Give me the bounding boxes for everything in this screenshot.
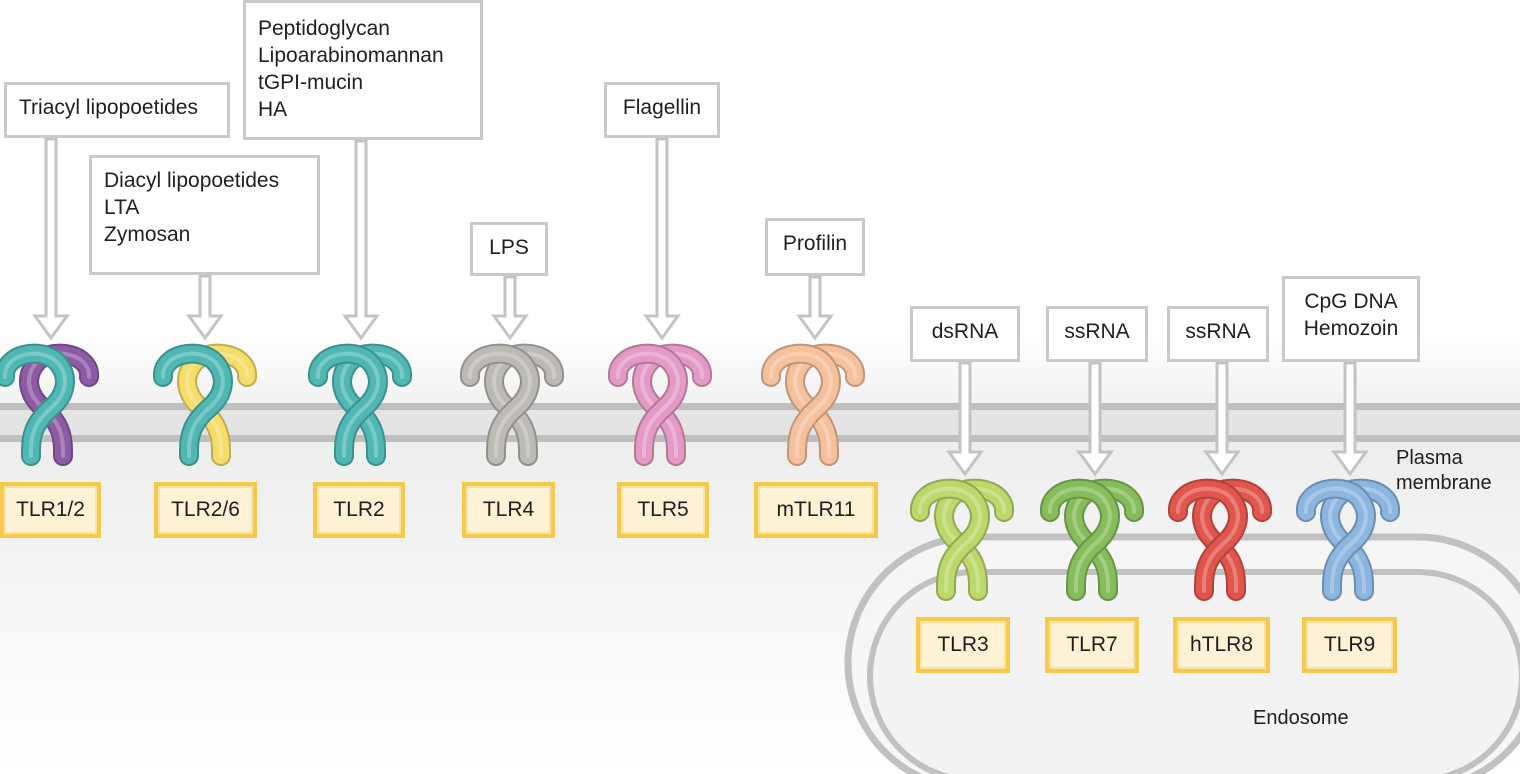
ligand-text: LPS — [489, 236, 529, 259]
receptor-htlr8 — [1168, 478, 1272, 601]
receptor-tlr5 — [608, 343, 712, 466]
ligand-text: Flagellin — [622, 96, 702, 119]
arrow-htlr8 — [1203, 361, 1241, 477]
receptor-tlr3 — [910, 478, 1014, 601]
plasma-membrane-outer-leaflet — [0, 403, 1520, 410]
ligand-text: tGPI-mucin — [258, 71, 364, 94]
receptor-label-htlr8: hTLR8 — [1173, 617, 1270, 673]
receptor-label-tlr12: TLR1/2 — [0, 482, 101, 538]
arrow-tlr26 — [186, 274, 224, 341]
ligand-box-tlr9: CpG DNA Hemozoin — [1282, 276, 1420, 362]
receptor-tlr7 — [1040, 478, 1144, 601]
ligand-text: Diacyl lipopoetides — [104, 169, 280, 192]
ligand-text: Hemozoin — [1303, 317, 1399, 340]
arrow-tlr3 — [946, 361, 984, 477]
arrow-tlr12 — [32, 137, 70, 341]
ligand-box-tlr2: Peptidoglycan Lipoarabinomannan tGPI-muc… — [243, 0, 483, 140]
receptor-label-tlr4: TLR4 — [462, 482, 555, 538]
receptor-tlr11 — [761, 343, 865, 466]
receptor-label-tlr3: TLR3 — [916, 617, 1010, 673]
ligand-text: LTA — [104, 196, 140, 219]
receptor-label-mtlr11: mTLR11 — [754, 482, 878, 538]
region-text: membrane — [1396, 472, 1492, 494]
ligand-text: Zymosan — [104, 223, 191, 246]
ligand-text: HA — [258, 98, 288, 121]
region-text: Plasma — [1396, 447, 1463, 469]
ligand-box-tlr5: Flagellin — [604, 82, 720, 138]
ligand-text: Profilin — [782, 232, 848, 255]
receptor-label-tlr5: TLR5 — [617, 482, 709, 538]
ligand-box-tlr7: ssRNA — [1046, 306, 1148, 362]
receptor-tlr2 — [308, 343, 412, 466]
ligand-text: ssRNA — [1185, 320, 1251, 343]
ligand-text: Lipoarabinomannan — [258, 44, 444, 67]
plasma-membrane — [0, 408, 1520, 438]
receptor-tlr9 — [1296, 478, 1400, 601]
ligand-box-tlr3: dsRNA — [910, 306, 1020, 362]
ligand-box-tlr4: LPS — [470, 222, 548, 276]
ligand-box-tlr12: Triacyl lipopoetides — [4, 82, 230, 138]
plasma-membrane-label: Plasma membrane — [1396, 446, 1492, 496]
arrow-tlr2 — [342, 139, 380, 341]
ligand-text: ssRNA — [1064, 320, 1130, 343]
ligand-text: CpG DNA — [1304, 290, 1398, 313]
ligand-box-tlr26: Diacyl lipopoetides LTA Zymosan — [89, 155, 320, 275]
arrow-tlr9 — [1331, 361, 1369, 477]
receptor-label-tlr26: TLR2/6 — [154, 482, 257, 538]
receptor-label-tlr9: TLR9 — [1302, 617, 1397, 673]
ligand-text: Peptidoglycan — [258, 17, 390, 40]
arrow-tlr4 — [491, 275, 529, 341]
ligand-text: dsRNA — [931, 320, 999, 343]
receptor-tlr12 — [0, 343, 99, 466]
ligand-box-htlr8: ssRNA — [1167, 306, 1269, 362]
plasma-membrane-inner-leaflet — [0, 435, 1520, 442]
arrow-tlr7 — [1076, 361, 1114, 477]
ligand-text: Triacyl lipopoetides — [19, 96, 198, 119]
receptor-tlr4 — [460, 343, 564, 466]
arrow-tlr5 — [643, 137, 681, 341]
receptor-label-tlr2: TLR2 — [313, 482, 405, 538]
ligand-box-mtlr11: Profilin — [765, 218, 865, 276]
arrow-mtlr11 — [796, 275, 834, 341]
receptor-label-tlr7: TLR7 — [1045, 617, 1139, 673]
receptor-tlr26 — [153, 343, 257, 466]
endosome-label: Endosome — [1253, 707, 1349, 729]
